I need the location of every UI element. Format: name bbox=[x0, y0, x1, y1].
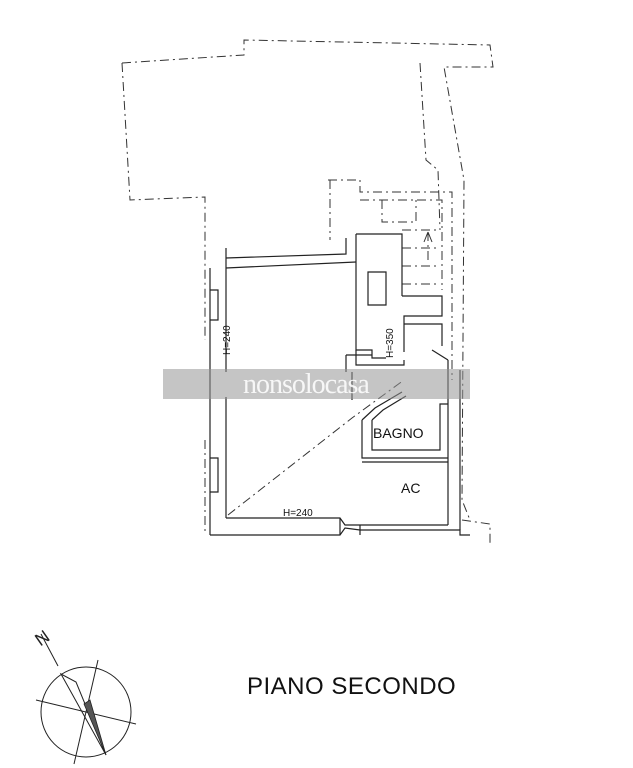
watermark-band bbox=[163, 369, 470, 399]
stair-arrow bbox=[423, 231, 433, 243]
walls bbox=[209, 233, 470, 536]
height-label-left: H=240 bbox=[222, 325, 233, 355]
floor-title: PIANO SECONDO bbox=[247, 673, 457, 700]
height-label-stair: H=350 bbox=[385, 328, 396, 358]
room-label-bagno: BAGNO bbox=[373, 425, 424, 441]
height-label-bottom: H=240 bbox=[283, 508, 313, 519]
room-label-ac: AC bbox=[401, 480, 421, 496]
north-arrow-icon bbox=[35, 633, 137, 765]
dashed-outline bbox=[121, 39, 494, 545]
watermark-text: nonsolocasa bbox=[243, 369, 370, 400]
